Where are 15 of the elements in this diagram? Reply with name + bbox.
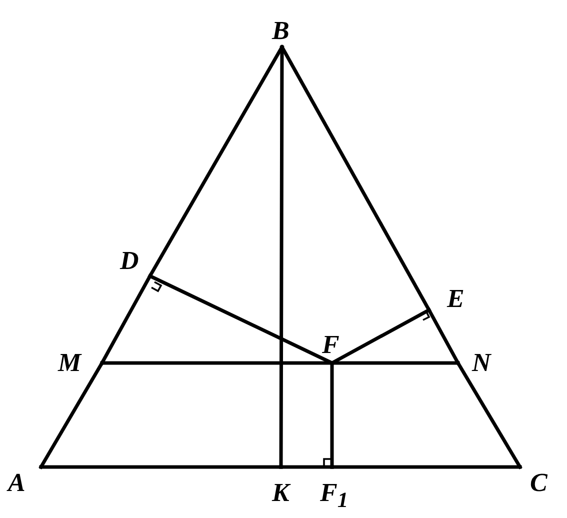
line-segment	[280, 45, 431, 312]
point-label: B	[272, 18, 290, 44]
point-label: K	[272, 480, 290, 506]
point-label: A	[8, 470, 26, 496]
line-segment	[279, 45, 284, 469]
line-segment	[100, 274, 152, 365]
point-label: M	[58, 350, 82, 376]
point-label: F$_{1}$	[320, 480, 348, 514]
point-label: D	[120, 248, 139, 274]
point-label: F	[322, 332, 340, 358]
point-label: C	[530, 470, 548, 496]
point-label: E	[447, 286, 464, 312]
line-segment	[427, 308, 460, 365]
point-label: N	[472, 350, 491, 376]
line-segment	[39, 361, 104, 469]
